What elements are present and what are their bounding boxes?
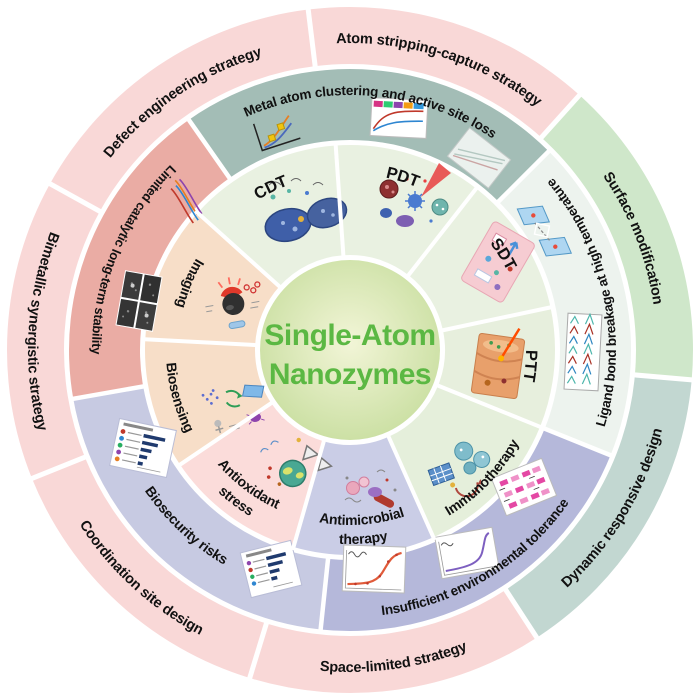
segment-divider	[176, 399, 275, 468]
segment-divider	[494, 147, 553, 206]
outer-segment-space-limited	[249, 589, 537, 693]
biosecurity-panel-2	[239, 539, 303, 599]
sdt-illustration	[461, 221, 535, 303]
segment-divider	[28, 453, 89, 482]
segment-divider	[385, 433, 437, 541]
tolerance-orange-chart	[341, 544, 407, 594]
center-circle	[260, 260, 440, 440]
outer-segment-surface-modification	[541, 95, 693, 380]
imaging-illustration	[205, 277, 261, 330]
svg-text:PTT: PTT	[519, 350, 540, 383]
metal-clustering-chart-2	[369, 97, 429, 139]
biosensing-illustration	[201, 384, 265, 434]
segment-divider	[631, 372, 695, 383]
middle-segment-metal-atom-clustering	[188, 68, 549, 202]
segment-divider	[290, 437, 327, 551]
segment-divider	[318, 555, 331, 633]
middle-ring-dividers	[69, 116, 615, 633]
inner-segment-immunotherapy	[388, 385, 541, 538]
inner-ring-dividers	[142, 142, 554, 551]
segment-divider	[69, 383, 147, 402]
segment-divider	[439, 304, 554, 333]
pdt-illustration	[379, 163, 451, 227]
segment-divider	[405, 184, 480, 279]
outer-segment-defect-engineering	[50, 9, 316, 212]
segment-divider	[305, 6, 318, 70]
segment-divider	[434, 382, 544, 430]
segment-divider	[246, 619, 270, 682]
tolerance-gel-panel	[490, 457, 558, 517]
biosecurity-panel-1	[109, 417, 177, 479]
segment-divider	[46, 180, 104, 215]
segment-divider	[194, 209, 283, 290]
cdt-illustration	[264, 178, 348, 243]
figure-title-line1: Single-Atom	[264, 319, 435, 352]
outer-segment-dynamic-responsive-design	[505, 374, 692, 638]
ligand-plates-illustration	[516, 205, 573, 257]
ligand-spectra-panel	[563, 312, 603, 392]
inner-label-ptt: PTT	[519, 350, 540, 383]
antioxidant-illustration	[260, 437, 333, 488]
segment-divider	[142, 337, 259, 348]
outer-segment-atom-stripping-capture	[308, 6, 580, 138]
segment-divider	[502, 585, 541, 642]
segment-divider	[333, 142, 346, 259]
middle-segment-limited-catalytic-stability	[69, 119, 230, 399]
inner-segment-imaging	[145, 212, 280, 346]
outer-segment-bimetallic-synergistic	[7, 183, 100, 479]
outer-ring-dividers	[28, 6, 695, 682]
segment-divider	[541, 425, 615, 459]
inner-label-antimicrobial-line2: therapy	[339, 527, 389, 547]
ptt-illustration	[470, 327, 526, 400]
immunotherapy-illustration	[427, 441, 491, 498]
outer-ring	[7, 6, 693, 693]
inner-segment-biosensing	[145, 339, 272, 465]
segment-divider	[185, 116, 234, 182]
metal-clustering-chart-1	[252, 115, 301, 152]
antimicrobial-illustration	[344, 469, 397, 508]
stability-tem-grid	[115, 270, 163, 332]
svg-text:therapy: therapy	[339, 527, 389, 547]
segment-divider	[537, 91, 584, 142]
figure-title-line2: Nanozymes	[269, 358, 431, 391]
inner-segment-antioxidant-stress	[180, 403, 324, 548]
outer-segment-coordination-site-design	[31, 457, 267, 679]
tolerance-purple-chart	[434, 526, 500, 580]
metal-clustering-chart-3	[446, 127, 512, 189]
illustrations	[109, 97, 603, 599]
